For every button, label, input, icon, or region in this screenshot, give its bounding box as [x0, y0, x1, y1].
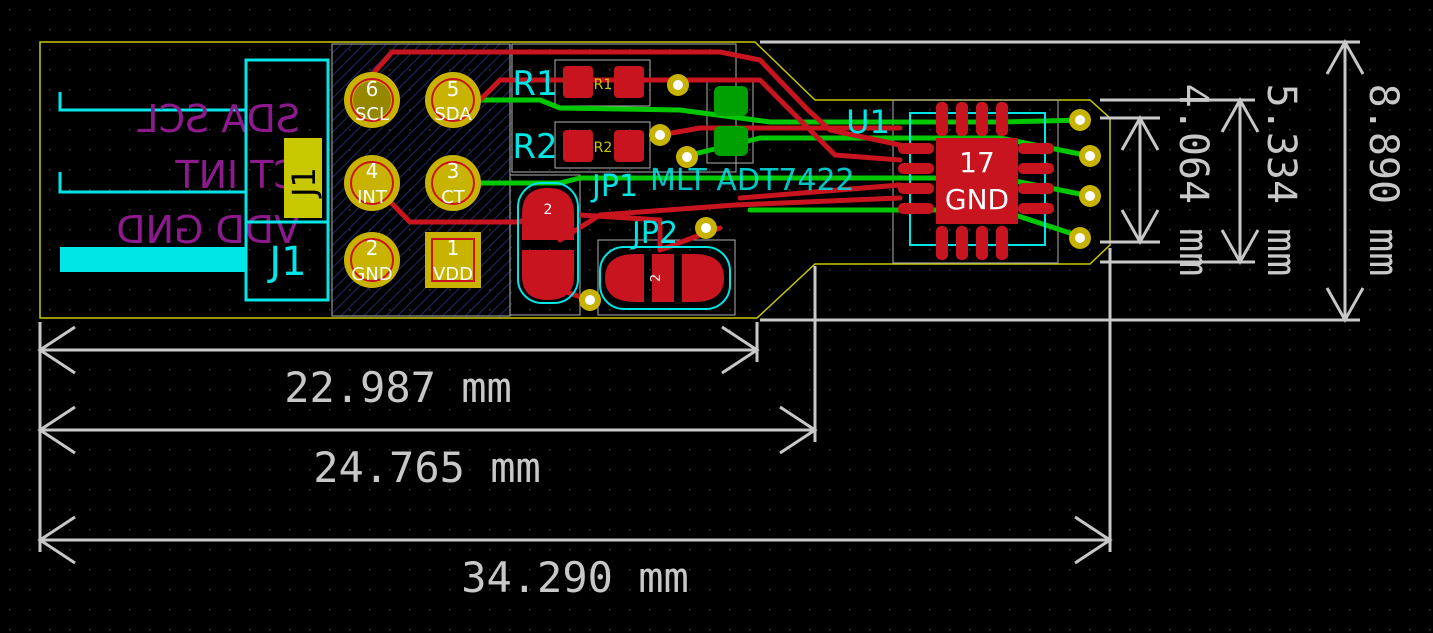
dimension-22-987: 22.987 mm: [284, 363, 512, 412]
via[interactable]: [1069, 109, 1091, 131]
vertical-dimensions: [760, 38, 1365, 324]
connector-reference: J1: [266, 239, 306, 285]
r2-pad-label: R2: [594, 140, 613, 156]
pad-5-number: 5: [447, 77, 460, 101]
via[interactable]: [667, 74, 689, 96]
pad-4[interactable]: 4 INT: [344, 155, 400, 211]
ic-value-text: MLT ADT7422: [650, 163, 855, 198]
back-label-row2: CT INT: [175, 153, 300, 197]
connector-pads: 6 SCL 5 SDA 4 INT 3 CT 2 GND: [344, 72, 481, 288]
jumper-jp1[interactable]: 2: [517, 182, 579, 304]
dimension-34-290: 34.290 mm: [461, 553, 689, 602]
pad-1-name: VDD: [433, 264, 473, 285]
via[interactable]: [579, 289, 601, 311]
jp1-pad-number: 2: [544, 202, 553, 218]
board-outline: [39, 41, 1111, 319]
pad-4-number: 4: [366, 159, 379, 183]
u1-reference: U1: [846, 103, 890, 141]
back-label-row1: SDA SCL: [137, 97, 300, 141]
pad-2-number: 2: [366, 236, 379, 260]
pad-4-name: INT: [357, 187, 388, 208]
back-side-component[interactable]: [714, 86, 748, 156]
pad-1[interactable]: 1 VDD: [425, 232, 481, 288]
dimension-24-765: 24.765 mm: [313, 443, 541, 492]
back-silk-labels: SDA SCL CT INT VDD GND: [116, 97, 300, 252]
resistor-r1[interactable]: R1: [563, 66, 644, 98]
pad-3-number: 3: [447, 159, 460, 183]
back-label-row3: VDD GND: [116, 208, 300, 252]
via[interactable]: [1079, 145, 1101, 167]
courtyards: [331, 43, 1059, 317]
r1-pad-label: R1: [594, 77, 613, 93]
pad-2[interactable]: 2 GND: [344, 232, 400, 288]
dimension-8-890: 8.890 mm: [1360, 84, 1406, 277]
ic-thermal-pad-number: 17: [959, 146, 995, 179]
pad-5-name: SDA: [434, 104, 472, 125]
horizontal-dimensions: [37, 248, 1113, 565]
resistor-r2[interactable]: R2: [563, 130, 644, 162]
pad-6-name: SCL: [355, 104, 389, 125]
connector-ref-box: [284, 138, 322, 218]
dimension-5-334: 5.334 mm: [1258, 84, 1304, 277]
ic-thermal-pad-net: GND: [945, 183, 1009, 216]
ic-u1[interactable]: 17 GND: [898, 102, 1054, 260]
jumper-jp2[interactable]: 2: [599, 246, 731, 310]
pad-6-number: 6: [366, 77, 379, 101]
connector-ref-rotated: J1: [285, 167, 323, 199]
via[interactable]: [1069, 227, 1091, 249]
jp2-pad-number: 2: [649, 274, 664, 282]
vias: [579, 74, 1101, 311]
pad-3-name: CT: [441, 187, 466, 208]
via[interactable]: [1079, 185, 1101, 207]
connector-j1-silk: [60, 58, 330, 302]
via[interactable]: [649, 124, 671, 146]
via[interactable]: [676, 146, 698, 168]
jp2-reference: JP2: [630, 216, 678, 251]
via[interactable]: [695, 217, 717, 239]
pad-2-name: GND: [351, 264, 392, 285]
r1-reference: R1: [512, 64, 557, 104]
pad-6[interactable]: 6 SCL: [344, 72, 400, 128]
jp1-reference: JP1: [590, 169, 638, 204]
r2-reference: R2: [512, 127, 557, 167]
dimension-4-064: 4.064 mm: [1170, 84, 1216, 277]
pad-3[interactable]: 3 CT: [425, 155, 481, 211]
pad-5[interactable]: 5 SDA: [425, 72, 481, 128]
pad-1-number: 1: [447, 236, 460, 260]
